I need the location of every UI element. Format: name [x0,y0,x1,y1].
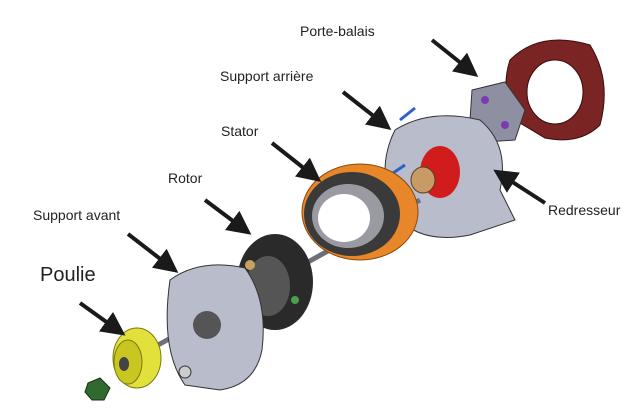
arrow-rotor [203,198,252,235]
label-support-avant: Support avant [33,207,121,223]
stator [301,163,419,261]
arrow-poulie [78,301,126,336]
label-rotor: Rotor [168,170,203,186]
label-porte-balais: Porte-balais [300,23,375,39]
pulley [112,327,162,389]
arrow-porte-balais [430,38,479,77]
nut [84,377,111,401]
arrow-stator [270,141,322,182]
label-poulie: Poulie [40,264,96,286]
arrow-redresseur [493,169,547,205]
front-support [166,264,264,391]
label-redresseur: Redresseur [548,202,621,218]
rear-cover [505,39,605,141]
label-stator: Stator [221,123,259,139]
arrow-support-arriere [341,90,392,130]
bearing [410,166,436,194]
label-support-arriere: Support arrière [220,68,314,84]
arrow-support-avant [126,232,179,273]
